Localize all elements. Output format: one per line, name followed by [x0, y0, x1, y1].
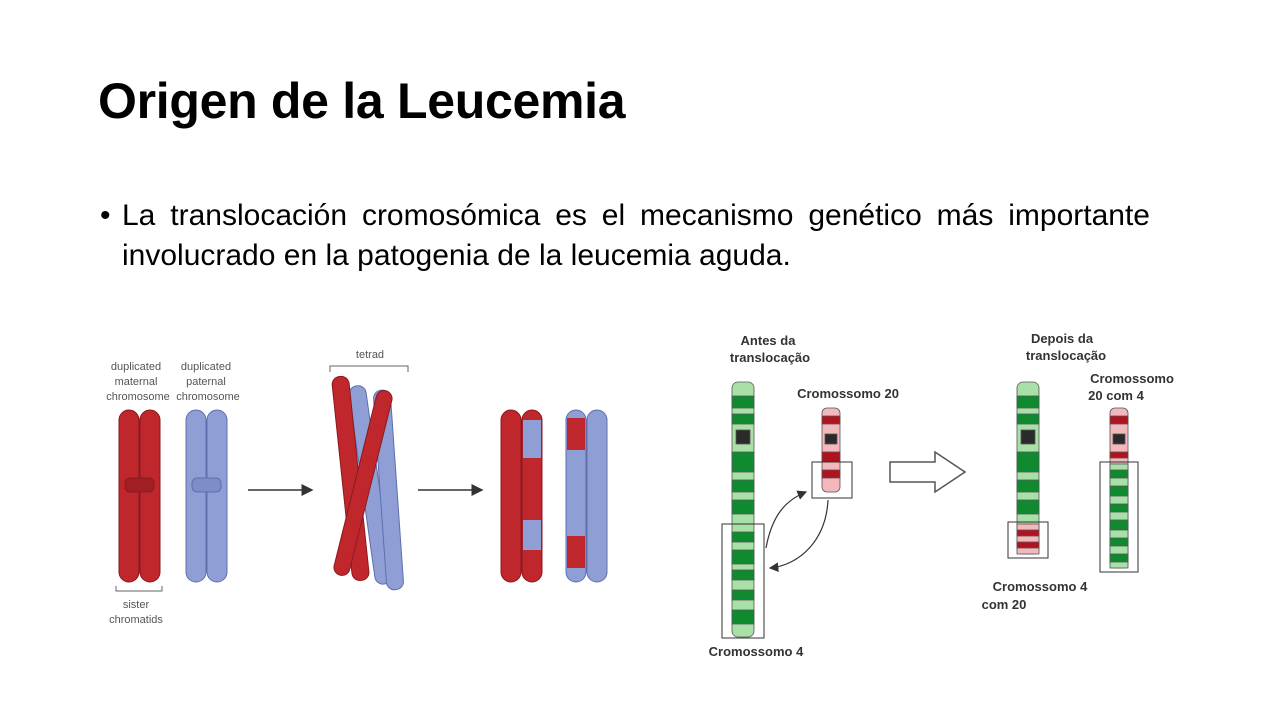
label-maternal-3: chromosome — [106, 391, 170, 403]
chr4-with20-label-2: com 20 — [982, 597, 1027, 612]
chromosome-4-after — [1016, 381, 1040, 555]
meiosis-figure: duplicated maternal chromosome duplicate… — [106, 349, 608, 626]
exchange-arrow-up — [765, 490, 808, 549]
exchange-arrow-down — [768, 499, 829, 572]
after-heading-1: Depois da — [1031, 331, 1094, 346]
chr4-label: Cromossomo 4 — [709, 644, 804, 659]
translocation-figure: Antes da translocação Cromossomo 20 — [709, 331, 1174, 659]
big-arrow-icon — [889, 450, 967, 494]
label-tetrad: tetrad — [356, 349, 384, 361]
bullet-dot: • — [100, 199, 111, 232]
chr4-after-segment-box — [1007, 521, 1049, 559]
label-paternal-1: duplicated — [181, 361, 231, 373]
label-chromatids-2: chromatids — [109, 614, 163, 626]
tetrad-bracket — [329, 365, 409, 372]
bullet-text: La translocación cromosómica es el mecan… — [122, 199, 1150, 272]
chromosome-4-before — [731, 381, 755, 638]
maternal-chromosome — [118, 409, 161, 583]
chr4-segment-box — [721, 523, 765, 639]
chr20-segment-box — [811, 461, 853, 499]
label-paternal-3: chromosome — [176, 391, 240, 403]
slide-title: Origen de la Leucemia — [98, 73, 626, 129]
chr20-after-segment-box — [1099, 461, 1139, 573]
paternal-chromosome — [185, 409, 228, 583]
chr20-with4-label-1: Cromossomo — [1090, 371, 1174, 386]
label-paternal-2: paternal — [186, 376, 226, 388]
recombined-maternal — [500, 409, 543, 583]
chr20-label: Cromossomo 20 — [797, 386, 899, 401]
after-heading-2: translocação — [1026, 348, 1106, 363]
tetrad-chromosomes — [331, 375, 404, 591]
chromosome-20-before — [821, 407, 841, 493]
label-maternal-2: maternal — [115, 376, 158, 388]
recombined-paternal — [565, 409, 608, 583]
label-chromatids-1: sister — [123, 599, 150, 611]
bullet-point: • La translocación cromosómica es el mec… — [100, 196, 1150, 276]
before-heading-1: Antes da — [741, 333, 797, 348]
before-heading-2: translocação — [730, 350, 810, 365]
label-maternal-1: duplicated — [111, 361, 161, 373]
chromatids-bracket — [115, 586, 163, 592]
chromosome-20-after — [1109, 407, 1129, 569]
chr4-with20-label-1: Cromossomo 4 — [993, 579, 1088, 594]
chr20-with4-label-2: 20 com 4 — [1088, 388, 1144, 403]
